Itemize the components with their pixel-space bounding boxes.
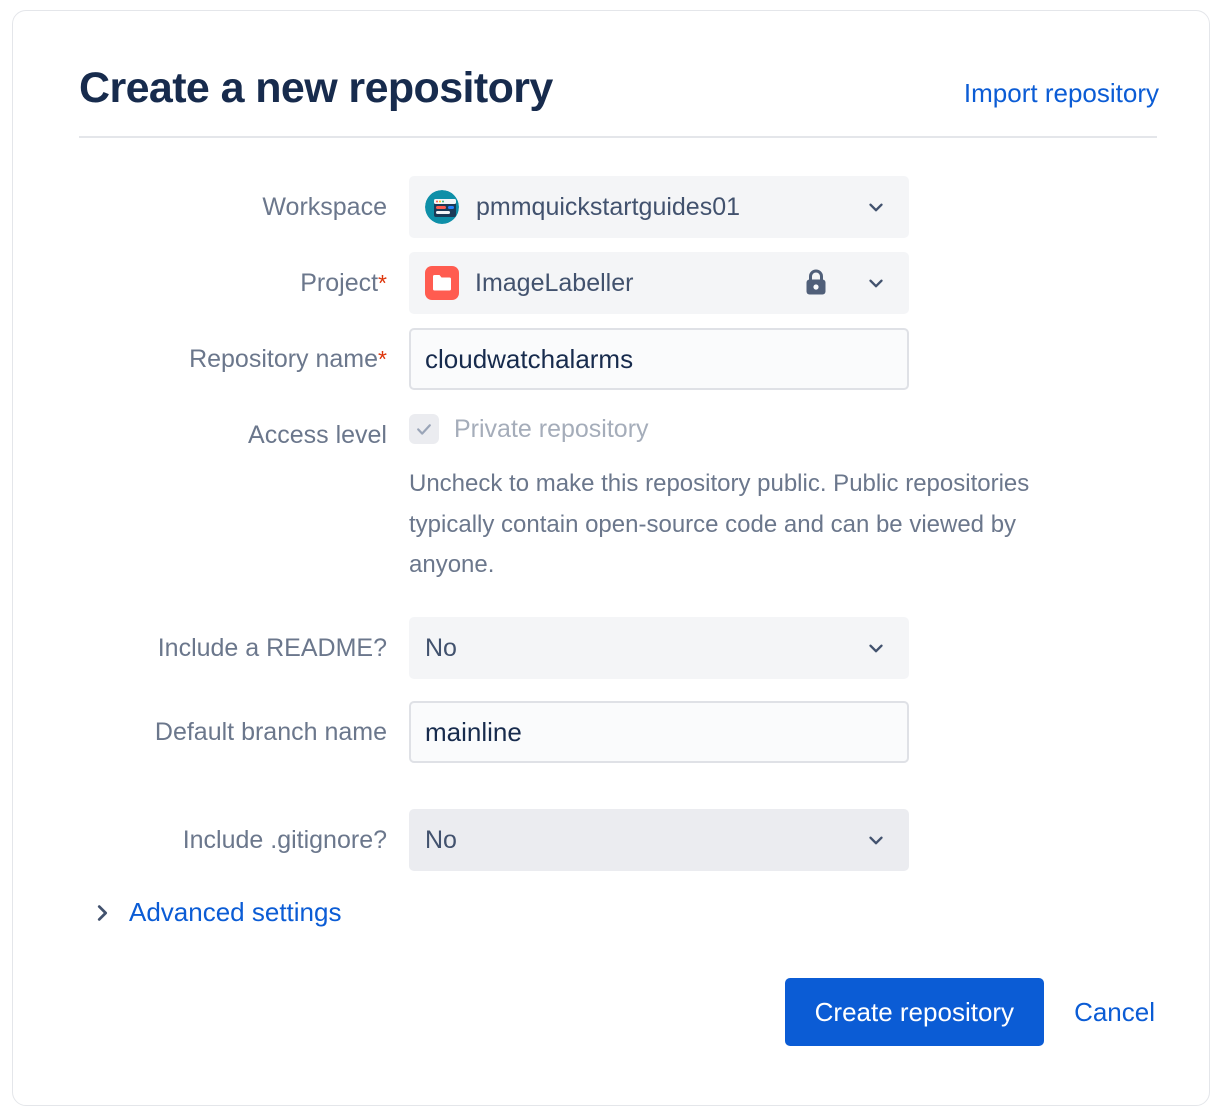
workspace-select[interactable]: pmmquickstartguides01 [409,176,909,239]
create-repository-form: Create a new repository Import repositor… [79,64,1159,1047]
default-branch-name-input[interactable] [409,701,909,764]
checkmark-icon [417,424,431,435]
include-readme-select[interactable]: No [409,617,909,680]
chevron-down-icon[interactable] [865,196,887,218]
create-repository-card: Create a new repository Import repositor… [12,10,1210,1106]
private-repository-label: Private repository [454,414,649,443]
form-footer: Create repository Cancel [79,978,1159,1047]
project-label: Project* [79,252,409,301]
project-select[interactable]: ImageLabeller [409,252,909,315]
chevron-down-icon[interactable] [865,272,887,294]
repository-name-row: Repository name* [79,328,1159,391]
page-title: Create a new repository [79,64,553,112]
repository-name-required-asterisk: * [378,346,387,373]
repository-name-input[interactable] [409,328,909,391]
access-level-helper-text: Uncheck to make this repository public. … [409,470,1030,578]
private-repository-checkbox [409,414,439,445]
workspace-value: pmmquickstartguides01 [476,192,741,221]
project-required-asterisk: * [378,270,387,297]
include-gitignore-row: Include .gitignore? No [79,809,1159,872]
include-readme-row: Include a README? No [79,617,1159,680]
header-divider [79,136,1157,139]
create-repository-button[interactable]: Create repository [784,978,1045,1047]
import-repository-link[interactable]: Import repository [963,78,1159,108]
project-folder-icon [425,266,459,301]
project-row: Project* ImageLabeller [79,252,1159,315]
include-gitignore-value: No [425,825,457,854]
advanced-settings-row[interactable]: Advanced settings [91,897,1159,928]
include-gitignore-label: Include .gitignore? [182,826,387,855]
include-readme-label: Include a README? [157,634,387,663]
chevron-right-icon [91,902,113,924]
chevron-down-icon[interactable] [865,829,887,851]
lock-icon [803,268,829,298]
card-header: Create a new repository Import repositor… [79,64,1159,136]
repository-name-label-text: Repository name [189,345,379,374]
advanced-settings-link[interactable]: Advanced settings [129,897,342,928]
access-level-row: Access level Private repository Uncheck … [79,404,1159,591]
workspace-label: Workspace [262,193,387,222]
project-label-text: Project [300,269,379,298]
repository-name-label: Repository name* [79,328,409,377]
chevron-down-icon[interactable] [865,637,887,659]
project-value: ImageLabeller [475,268,634,297]
cancel-button[interactable]: Cancel [1070,997,1159,1028]
include-gitignore-select[interactable]: No [409,809,909,872]
workspace-row: Workspace [79,176,1159,239]
private-repository-checkbox-row[interactable]: Private repository [409,404,1159,445]
include-readme-value: No [425,633,457,662]
workspace-avatar-icon [425,190,459,225]
default-branch-name-row: Default branch name [79,701,1159,764]
default-branch-name-label: Default branch name [154,718,387,747]
access-level-label: Access level [248,421,387,450]
